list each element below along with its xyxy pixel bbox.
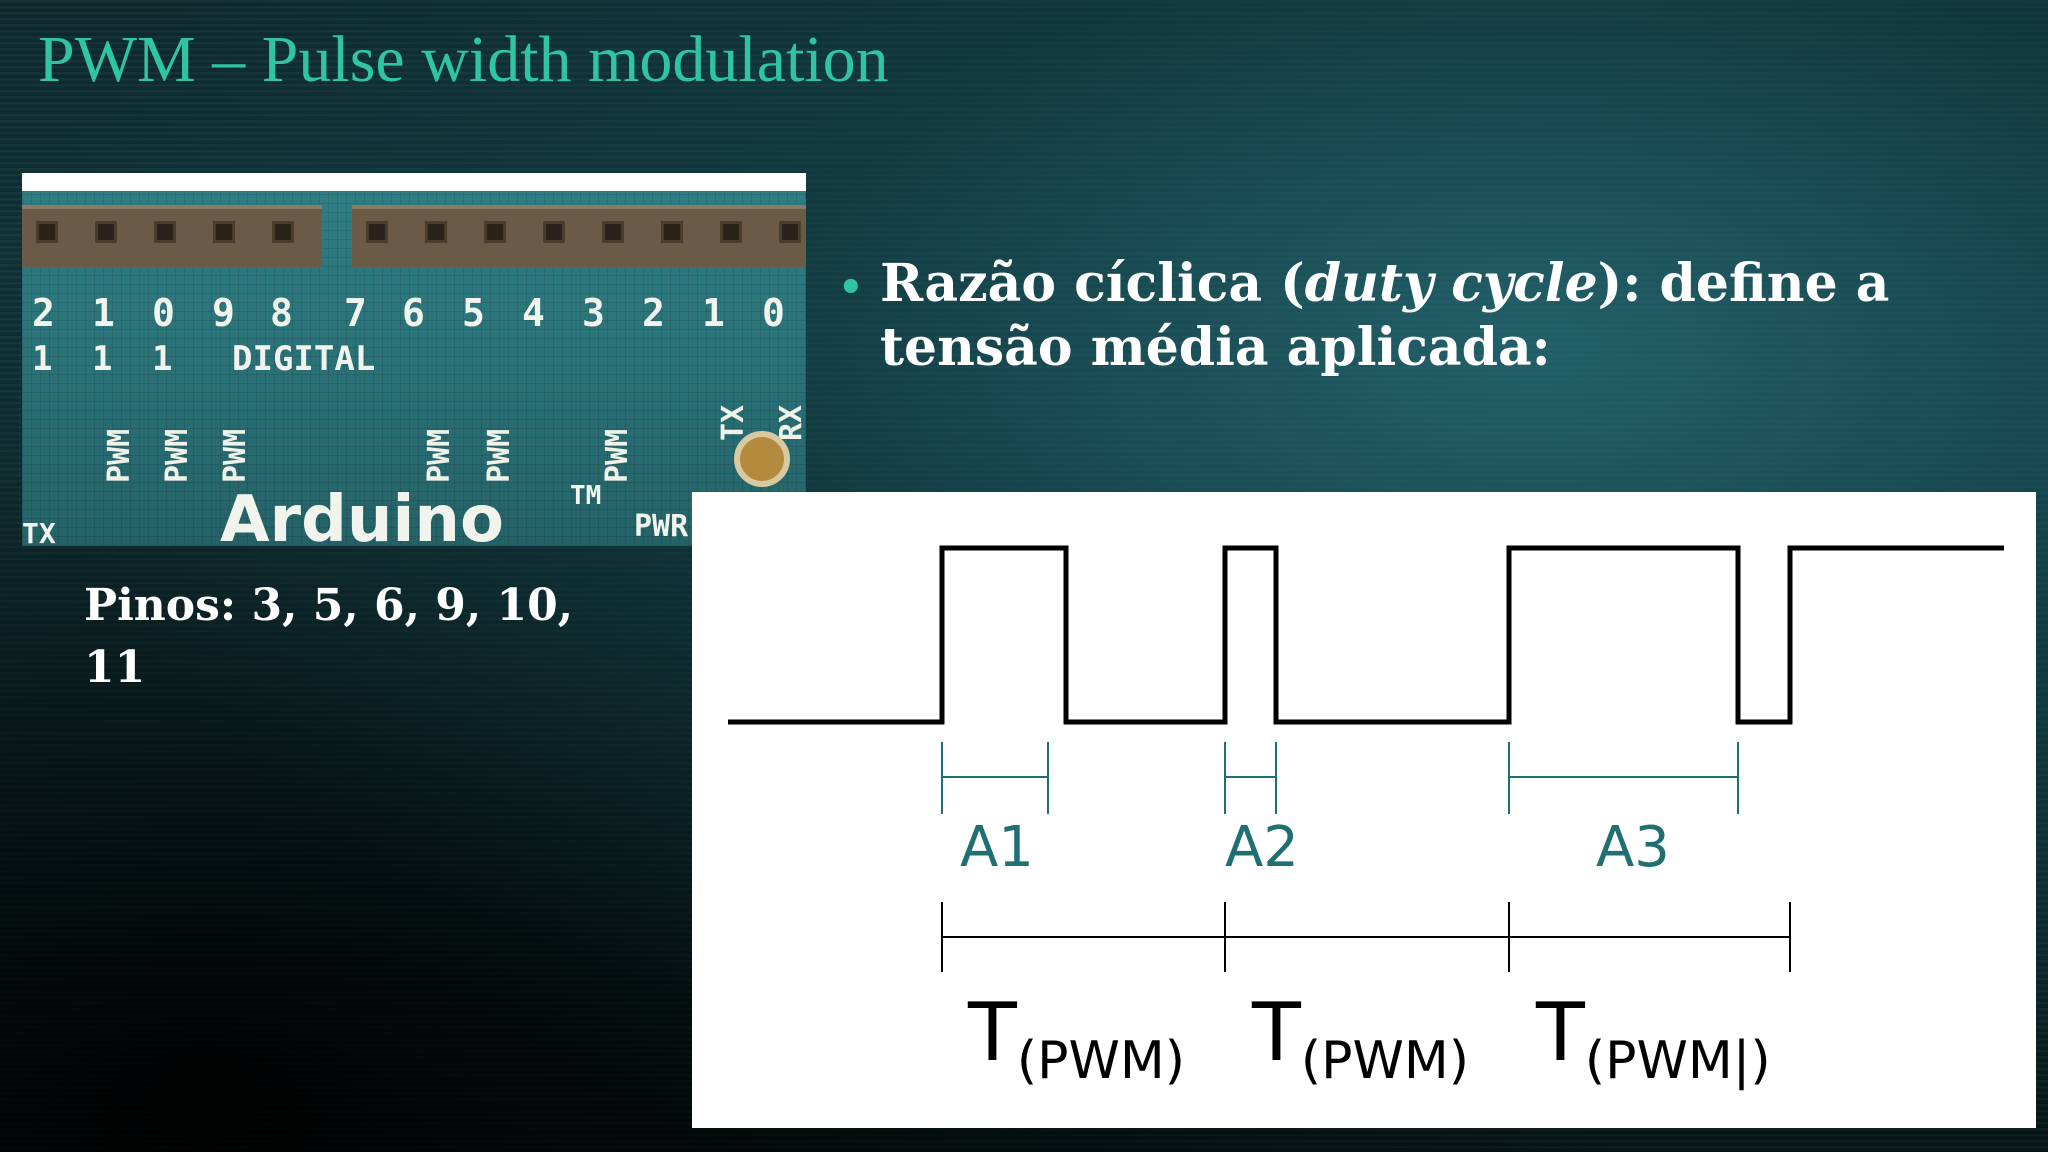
arduino-board-image: 2 1 0 9 8 7 6 5 4 3 2 1 0 1 1 1 DIGITAL … xyxy=(22,173,806,546)
pwm-label: PWM xyxy=(102,428,137,483)
period-label-3: T(PWM|) xyxy=(1535,986,1771,1091)
pwm-label: PWM xyxy=(218,428,253,483)
pin-number: 1 xyxy=(702,291,725,335)
period-sub: (PWM|) xyxy=(1585,1031,1771,1091)
pin-prefix: 1 xyxy=(152,339,173,379)
interval-label-a2: A2 xyxy=(1225,815,1299,880)
pin-number: 0 xyxy=(762,291,785,335)
pin-number: 9 xyxy=(212,291,235,335)
header-strip-right xyxy=(352,205,806,267)
pwm-waveform-diagram: A1 A2 A3 T(PWM) T(PWM) T(PWM|) xyxy=(692,492,2036,1128)
period-sub: (PWM) xyxy=(1301,1031,1469,1091)
pwm-label: PWM xyxy=(160,428,195,483)
period-label-1: T(PWM) xyxy=(967,986,1185,1091)
interval-label-a1: A1 xyxy=(960,815,1034,880)
pin-number: 2 xyxy=(642,291,665,335)
header-strip-left xyxy=(22,205,322,267)
trademark: TM xyxy=(570,481,602,511)
pin-number: 7 xyxy=(344,291,367,335)
board-via xyxy=(734,431,790,487)
pwm-pins-label: Pinos: 3, 5, 6, 9, 10, 11 xyxy=(84,580,574,693)
period-sub: (PWM) xyxy=(1017,1031,1185,1091)
pwm-label: PWM xyxy=(482,428,517,483)
period-main: T xyxy=(967,986,1018,1079)
rx-label: RX xyxy=(774,404,806,441)
bullet-text-italic: duty cycle xyxy=(1304,253,1598,314)
slide-title: PWM – Pulse width modulation xyxy=(38,23,889,96)
pwm-signal xyxy=(728,545,2004,725)
period-label-2: T(PWM) xyxy=(1251,986,1469,1091)
period-main: T xyxy=(1251,986,1302,1079)
digital-label: DIGITAL xyxy=(232,339,376,379)
bullet-text-prefix: Razão cíclica ( xyxy=(880,253,1305,314)
pin-number: 4 xyxy=(522,291,545,335)
pwm-label: PWM xyxy=(600,428,635,483)
pin-number: 2 xyxy=(32,291,55,335)
interval-label-a3: A3 xyxy=(1596,815,1670,880)
pin-number: 0 xyxy=(152,291,175,335)
period-main: T xyxy=(1535,986,1586,1079)
tx-small-label: TX xyxy=(22,517,56,546)
pin-number: 8 xyxy=(270,291,293,335)
pwr-label: PWR xyxy=(634,509,689,544)
pin-number: 3 xyxy=(582,291,605,335)
pin-number: 6 xyxy=(402,291,425,335)
bullet-icon: • xyxy=(838,264,864,311)
pin-number: 1 xyxy=(92,291,115,335)
pin-prefix: 1 xyxy=(92,339,113,379)
pin-number: 5 xyxy=(462,291,485,335)
pwm-label: PWM xyxy=(422,428,457,483)
arduino-brand: Arduino xyxy=(220,483,504,546)
pin-prefix: 1 xyxy=(32,339,53,379)
bullet-text-suffix: ): define a tensão média aplicada: xyxy=(880,253,1890,378)
